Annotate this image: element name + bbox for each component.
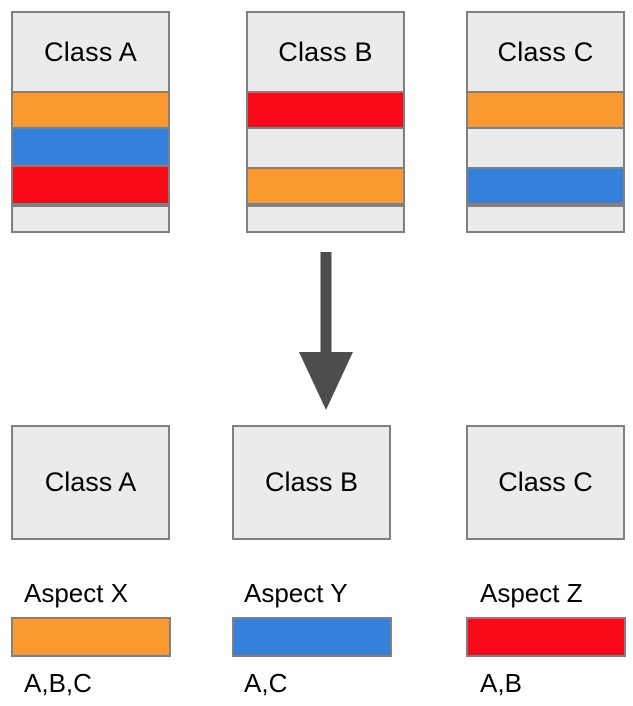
striped-class-box-b[interactable]: Class B	[246, 11, 405, 233]
stripe-b-aspect-z	[248, 91, 403, 129]
legend-title-aspect-z: Aspect Z	[480, 578, 583, 608]
stripe-b-empty	[248, 129, 403, 167]
plain-class-box-a[interactable]: Class A	[11, 425, 170, 540]
striped-class-box-b-label: Class B	[278, 36, 373, 67]
legend-members-aspect-y: A,C	[244, 668, 288, 698]
striped-class-box-c-label: Class C	[497, 36, 594, 67]
striped-class-box-a-footer	[13, 205, 168, 231]
legend-title-aspect-y: Aspect Y	[244, 578, 348, 608]
stripe-b-aspect-x	[248, 167, 403, 205]
stripe-c-empty	[468, 129, 623, 167]
legend-item-aspect-y[interactable]: Aspect Y A,C	[232, 580, 392, 696]
down-arrow-icon	[295, 252, 357, 410]
legend-title-aspect-x: Aspect X	[24, 578, 129, 608]
legend-item-aspect-z[interactable]: Aspect Z A,B	[466, 580, 626, 696]
striped-class-box-a[interactable]: Class A	[11, 11, 170, 233]
plain-class-box-c[interactable]: Class C	[466, 425, 625, 540]
stripe-c-aspect-y	[468, 167, 623, 205]
legend-swatch-aspect-y	[232, 617, 392, 657]
striped-class-box-b-footer	[248, 205, 403, 231]
legend-members-aspect-z: A,B	[480, 668, 522, 698]
plain-class-box-c-label: Class C	[498, 467, 593, 497]
stripe-c-aspect-x	[468, 91, 623, 129]
plain-class-box-a-label: Class A	[44, 467, 137, 497]
plain-class-box-b-label: Class B	[264, 467, 359, 497]
legend-item-aspect-x[interactable]: Aspect X A,B,C	[11, 580, 171, 696]
plain-class-box-b[interactable]: Class B	[232, 425, 391, 540]
legend-swatch-aspect-x	[11, 617, 171, 657]
stripe-a-aspect-x	[13, 91, 168, 129]
striped-class-box-c-footer	[468, 205, 623, 231]
legend-members-aspect-x: A,B,C	[24, 668, 92, 698]
striped-class-box-a-label: Class A	[44, 36, 137, 67]
striped-class-box-c[interactable]: Class C	[466, 11, 625, 233]
stripe-a-aspect-y	[13, 129, 168, 167]
legend-swatch-aspect-z	[466, 617, 626, 657]
stripe-a-aspect-z	[13, 167, 168, 205]
